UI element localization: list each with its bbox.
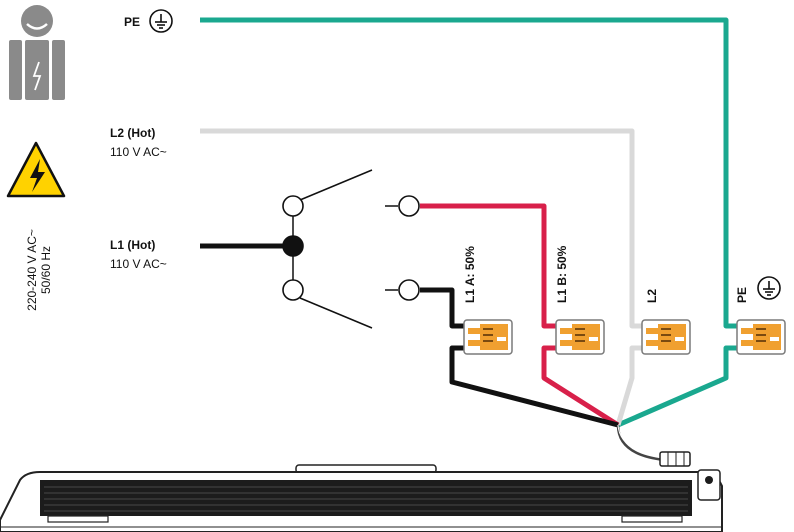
supply-voltage: 220-240 V AC~ 50/60 Hz: [25, 229, 53, 311]
pe-label: PE: [124, 15, 140, 29]
wago-connector-l1b: [555, 319, 605, 355]
wago-connector-pe: [736, 319, 786, 355]
pe-wire: [200, 17, 737, 329]
connector-label-pe: PE: [735, 287, 749, 303]
earth-ground-icon: [149, 9, 173, 33]
wago-connector-l1a: [463, 319, 513, 355]
l2-wire-down: [615, 345, 642, 426]
connector-label-l2: L2: [645, 289, 659, 303]
pe-wire-down: [617, 345, 738, 428]
l1a-wire-down: [449, 345, 619, 428]
luminaire-icon: [0, 464, 723, 532]
high-voltage-warning-icon: [6, 141, 66, 198]
supply-voltage-line1: 220-240 V AC~: [25, 229, 39, 311]
l1a-wire: [420, 287, 464, 329]
wago-connector-l2: [641, 319, 691, 355]
connector-label-l1b: L1 B: 50%: [555, 245, 569, 303]
electrician-icon: [9, 5, 65, 100]
l1b-wire-down: [541, 345, 620, 428]
l1-voltage: 110 V AC~: [110, 257, 167, 271]
supply-voltage-line2: 50/60 Hz: [39, 246, 53, 294]
earth-ground-icon: [757, 276, 781, 300]
l2-label: L2 (Hot): [110, 126, 155, 140]
wires: [200, 17, 738, 462]
switch-icon: [282, 195, 420, 301]
l2-wire: [200, 128, 642, 329]
l1-label: L1 (Hot): [110, 238, 155, 252]
connector-label-l1a: L1 A: 50%: [463, 246, 477, 303]
l2-voltage: 110 V AC~: [110, 145, 167, 159]
l1b-wire: [420, 203, 556, 329]
cable-gland: [659, 451, 691, 467]
